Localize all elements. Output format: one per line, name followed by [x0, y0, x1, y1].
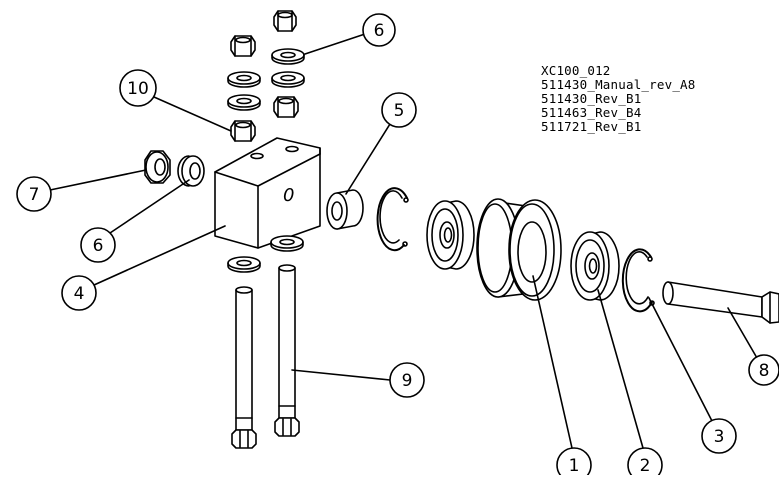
hex-nut-side	[144, 150, 171, 184]
bolt-left	[231, 286, 257, 449]
balloon-4: 4	[61, 225, 226, 311]
reference-line: 511430_Manual_rev_A8	[541, 77, 696, 92]
washer-lower-left	[227, 256, 261, 273]
svg-text:3: 3	[714, 427, 725, 447]
washer-left-2	[227, 94, 261, 111]
washer-left-1	[227, 71, 261, 88]
hex-nut-top-left	[230, 35, 256, 57]
bolt-right	[274, 264, 300, 437]
svg-text:8: 8	[759, 361, 770, 381]
drawing-reference-list: XC100_012 511430_Manual_rev_A8 511430_Re…	[541, 64, 696, 134]
svg-text:1: 1	[569, 456, 580, 475]
balloon-1: 1	[532, 275, 592, 479]
balloon-10: 10	[119, 69, 232, 132]
reference-line: 511721_Rev_B1	[541, 119, 642, 134]
balloon-9: 9	[291, 362, 425, 398]
reference-line: 511430_Rev_B1	[541, 91, 642, 106]
retaining-ring-left	[376, 187, 409, 252]
retaining-ring-right	[621, 248, 655, 313]
mounting-block: 0	[214, 137, 321, 249]
reference-line: XC100_012	[541, 63, 611, 78]
reference-line: 511463_Rev_B4	[541, 105, 642, 120]
svg-text:10: 10	[127, 79, 149, 99]
hex-nut-mid-left	[230, 120, 256, 142]
svg-text:9: 9	[402, 371, 413, 391]
hex-nut-mid-right	[273, 96, 299, 118]
balloon-6-top: 6	[304, 13, 396, 55]
axle-bolt	[662, 281, 779, 324]
bearing-left	[426, 200, 475, 270]
balloon-8: 8	[727, 307, 779, 386]
washer-right-1	[271, 71, 305, 88]
balloon-7: 7	[16, 169, 147, 212]
block-face-label: 0	[283, 185, 294, 206]
svg-text:5: 5	[394, 101, 405, 121]
spacer-bushing	[326, 189, 364, 230]
bearing-right	[570, 231, 620, 301]
svg-text:6: 6	[374, 21, 385, 41]
balloon-3: 3	[648, 297, 737, 454]
washer-top-right	[271, 48, 305, 65]
hex-nut-top-right	[273, 10, 297, 32]
svg-text:7: 7	[29, 185, 40, 205]
svg-text:2: 2	[640, 456, 651, 475]
washer-lower-right	[270, 235, 304, 252]
svg-text:4: 4	[74, 284, 85, 304]
balloon-2: 2	[597, 289, 663, 479]
washer-side	[177, 155, 205, 187]
balloon-6-left: 6	[80, 179, 190, 263]
svg-text:6: 6	[93, 236, 104, 256]
balloon-5: 5	[345, 92, 417, 195]
pulley-wheel	[476, 198, 562, 301]
